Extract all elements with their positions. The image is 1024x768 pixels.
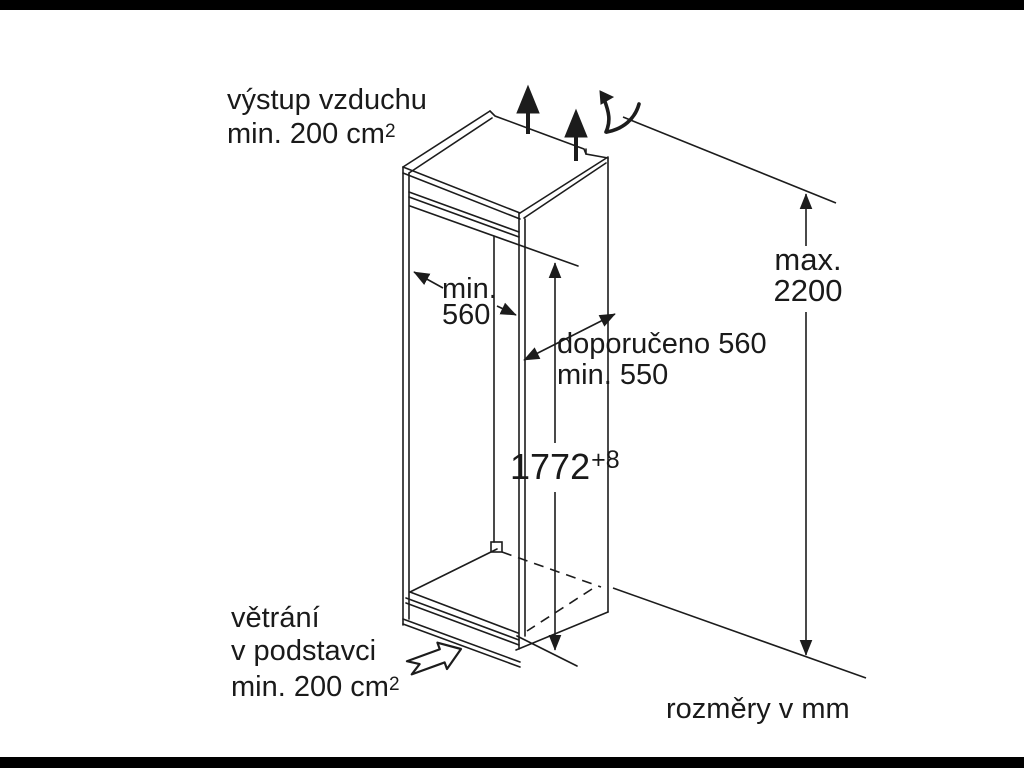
- niche-height-tolerance: +8: [591, 446, 620, 474]
- units-note: rozměry v mm: [666, 693, 850, 725]
- max-height-dimension: max. 2200: [773, 242, 843, 308]
- recommended-depth-label: doporučeno 560 min. 550: [557, 328, 767, 391]
- airflow-flick-icon: [599, 90, 641, 134]
- airflow-up-arrows: [516, 84, 588, 161]
- letterbox-bottom: [0, 757, 1024, 768]
- niche-cabinet: [402, 110, 609, 668]
- plinth-vent-arrow: [405, 641, 463, 676]
- niche-height-dimension: 1772+8: [510, 446, 620, 488]
- base-vent-label: větrání v podstavci min. 200 cm2: [231, 602, 400, 703]
- superscript-2: 2: [384, 121, 396, 142]
- air-outlet-line2: min. 200 cm2: [227, 118, 396, 150]
- air-outlet-line1: výstup vzduchu: [227, 84, 427, 116]
- hidden-edges: [501, 551, 602, 632]
- superscript-2: 2: [388, 674, 400, 695]
- niche-depth-min-label: min. 560: [442, 273, 497, 331]
- dimension-lines: [413, 116, 867, 679]
- letterbox-top: [0, 0, 1024, 10]
- air-outlet-label: výstup vzduchu min. 200 cm2: [227, 85, 427, 150]
- niche-height-value: 1772: [510, 446, 591, 487]
